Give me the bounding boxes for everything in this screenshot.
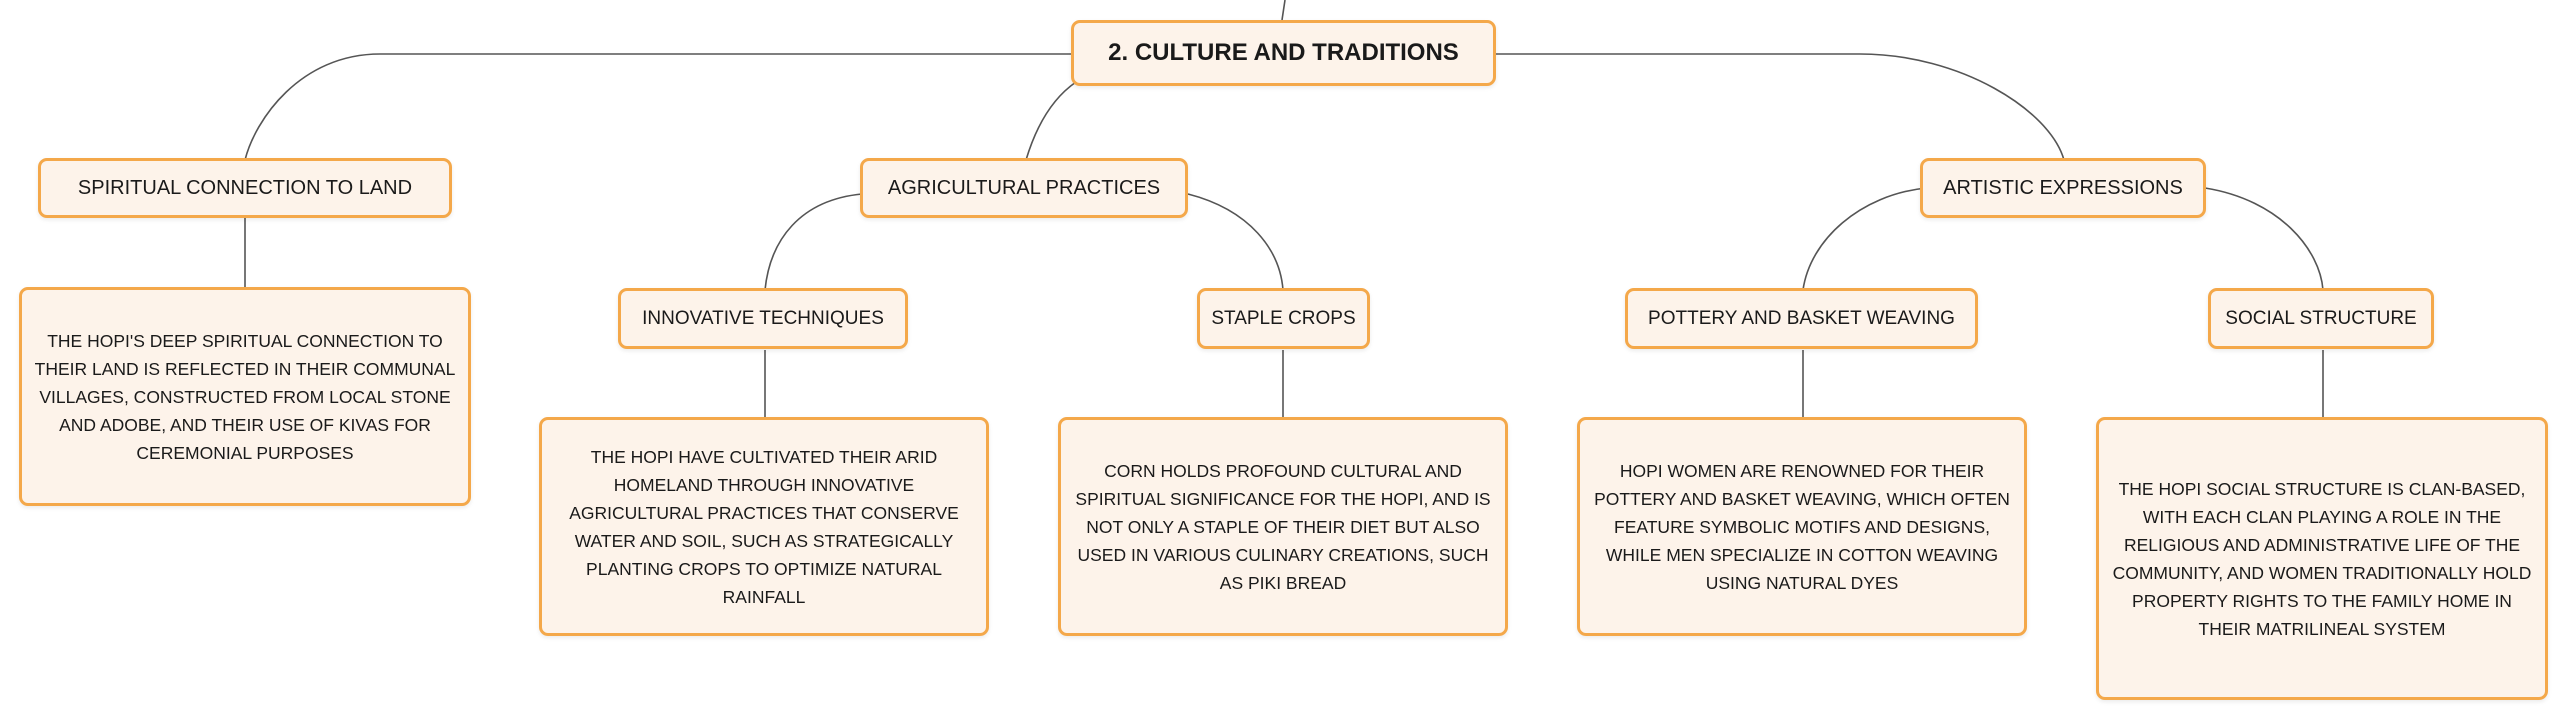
connector-agri-innovative (764, 193, 863, 291)
connector-agri-staple (1187, 193, 1284, 291)
description-pottery-and-basket-weaving[interactable]: HOPI WOMEN ARE RENOWNED FOR THEIR POTTER… (1577, 417, 2027, 636)
topic-artistic-expressions[interactable]: ARTISTIC EXPRESSIONS (1920, 158, 2206, 218)
connector-root-artistic (1495, 53, 2065, 161)
description-social-structure[interactable]: THE HOPI SOCIAL STRUCTURE IS CLAN-BASED,… (2096, 417, 2548, 700)
subtopic-innovative-techniques[interactable]: INNOVATIVE TECHNIQUES (618, 288, 908, 349)
description-innovative-techniques[interactable]: THE HOPI HAVE CULTIVATED THEIR ARID HOME… (539, 417, 989, 636)
connector-root-agricultural (1025, 81, 1077, 161)
root-topic[interactable]: 2. CULTURE AND TRADITIONS (1071, 20, 1496, 86)
subtopic-staple-crops[interactable]: STAPLE CROPS (1197, 288, 1370, 349)
subtopic-social-structure[interactable]: SOCIAL STRUCTURE (2208, 288, 2434, 349)
connector-art-pottery (1802, 187, 1927, 291)
connector-root-spiritual (244, 53, 1072, 161)
description-spiritual-connection[interactable]: THE HOPI'S DEEP SPIRITUAL CONNECTION TO … (19, 287, 471, 506)
subtopic-pottery-and-basket-weaving[interactable]: POTTERY AND BASKET WEAVING (1625, 288, 1978, 349)
topic-spiritual-connection-to-land[interactable]: SPIRITUAL CONNECTION TO LAND (38, 158, 452, 218)
topic-agricultural-practices[interactable]: AGRICULTURAL PRACTICES (860, 158, 1188, 218)
description-staple-crops[interactable]: CORN HOLDS PROFOUND CULTURAL AND SPIRITU… (1058, 417, 1508, 636)
connector-parent-root (1281, 0, 1286, 21)
connector-art-social (2204, 187, 2324, 291)
